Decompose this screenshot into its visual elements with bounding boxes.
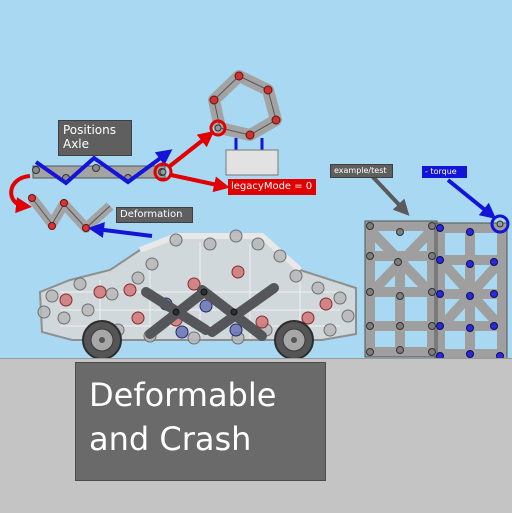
- red-arrow-icon: [168, 131, 215, 168]
- title-line2: and Crash: [89, 420, 252, 458]
- positions-axle-label: Positions Axle: [58, 120, 132, 156]
- gray-arrow-icon: [370, 174, 410, 216]
- red-arrow-icon: [9, 174, 32, 214]
- torque-label: - torque: [422, 166, 467, 178]
- positions-label-line1: Positions: [63, 123, 116, 137]
- axle-position-path: [34, 149, 173, 186]
- example-test-label: example/test: [330, 164, 393, 178]
- wheel-icon: [274, 320, 314, 360]
- blue-arrow-icon: [88, 222, 153, 238]
- deformation-beam: [28, 194, 114, 233]
- hanging-block: [225, 138, 279, 176]
- deformable-car: [37, 229, 357, 345]
- blue-arrow-icon: [446, 178, 497, 220]
- crash-cage: [364, 214, 510, 360]
- hexagon-ring: [208, 70, 282, 141]
- legacy-mode-label: legacyMode = 0: [228, 179, 316, 195]
- title-line1: Deformable: [89, 376, 277, 414]
- deformation-label: Deformation: [116, 207, 193, 223]
- wheel-icon: [82, 320, 122, 360]
- positions-label-line2: Axle: [63, 137, 90, 151]
- target-ring-icon: [490, 214, 510, 234]
- red-arrow-icon: [170, 173, 230, 193]
- title-panel: Deformable and Crash: [75, 362, 326, 481]
- target-ring-icon: [153, 162, 173, 182]
